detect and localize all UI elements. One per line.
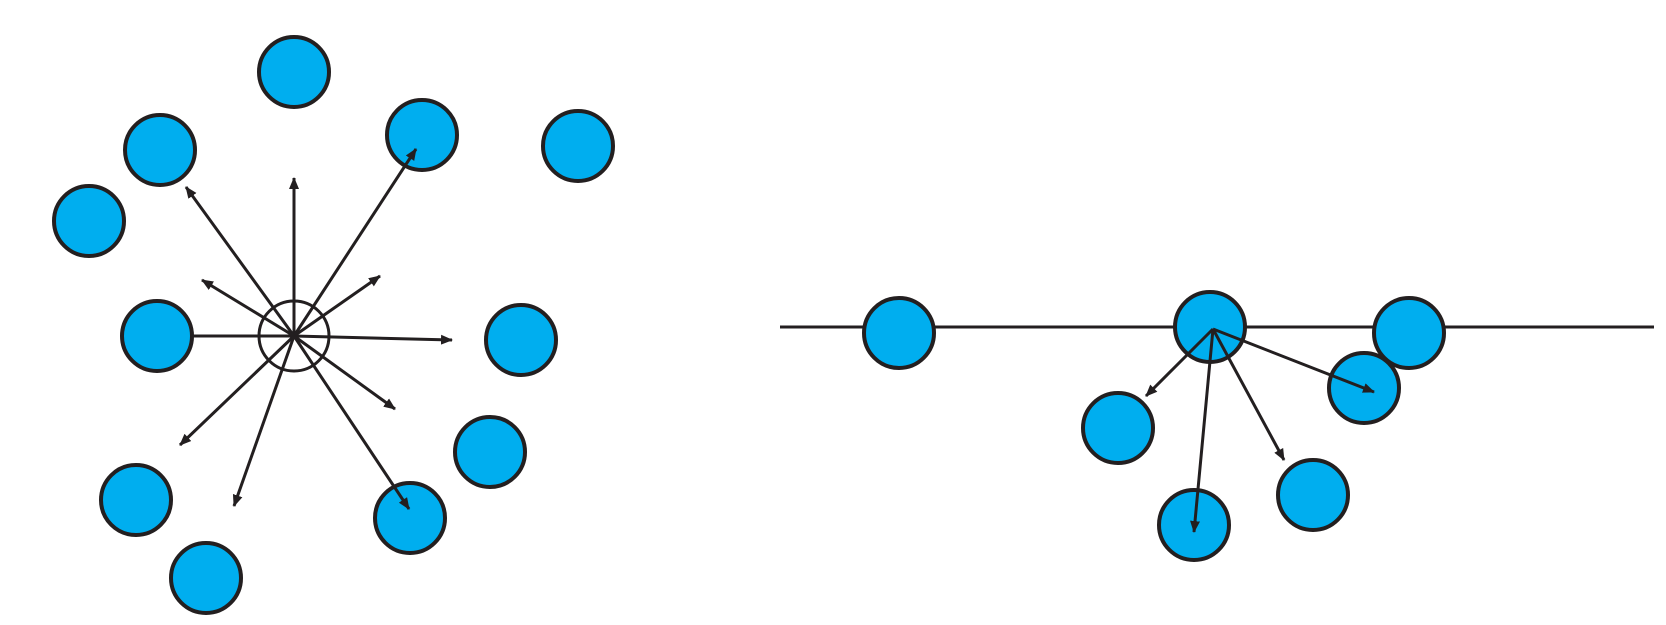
particle-circle <box>120 299 194 373</box>
particle-circle <box>373 481 447 555</box>
particle-circle <box>1081 391 1155 465</box>
particle-circle <box>1276 458 1350 532</box>
particle-circle <box>1372 296 1446 370</box>
particle-circle <box>862 296 936 370</box>
particle-circle <box>541 109 615 183</box>
arrow-down <box>232 335 296 507</box>
arrow-up-left <box>184 186 296 337</box>
arrow-left-up <box>201 278 295 338</box>
particle-circle <box>385 98 459 172</box>
particle-circle <box>257 35 331 109</box>
arrow-right-up <box>293 274 381 338</box>
arrow-down-right <box>1211 328 1286 461</box>
particle-circle <box>52 184 126 258</box>
arrow-right <box>293 334 453 345</box>
arrow-right-down <box>293 334 396 411</box>
arrow-right-down <box>1212 327 1375 394</box>
arrow-down <box>1190 328 1215 533</box>
arrow-down-right <box>292 335 411 510</box>
particle-circle <box>123 113 197 187</box>
particle-circle <box>484 303 558 377</box>
arrow-down-left <box>178 334 296 447</box>
left-panel <box>52 35 615 615</box>
right-panel <box>780 290 1654 562</box>
particle-circle <box>99 463 173 537</box>
particle-circle <box>453 415 527 489</box>
particle-circle <box>169 541 243 615</box>
arrow-down-left <box>1144 327 1215 398</box>
arrow-up-right <box>292 148 418 337</box>
